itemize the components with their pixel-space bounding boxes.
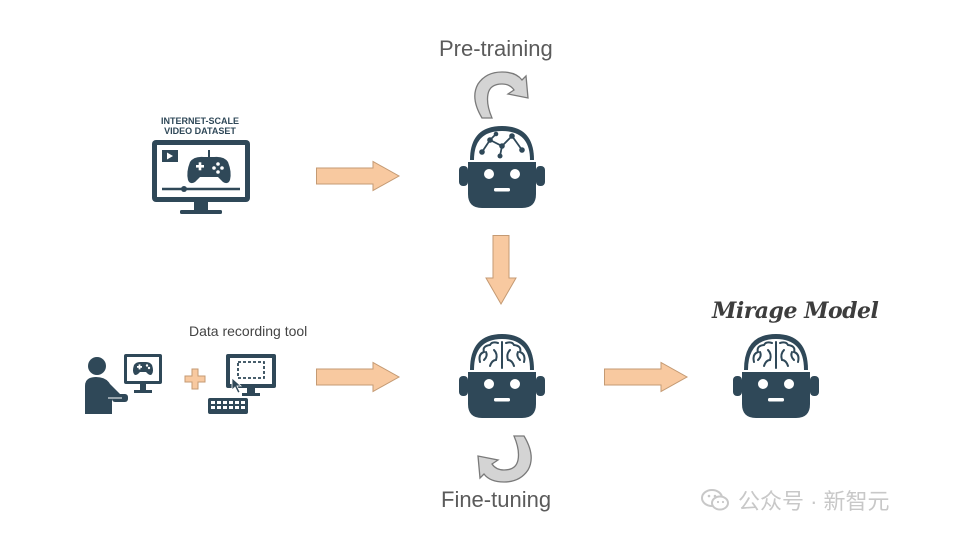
finetuning-label: Fine-tuning [441,487,552,512]
dataset-title: INTERNET-SCALE VIDEO DATASET [150,116,250,136]
flow-arrow-icon [316,160,401,192]
watermark-text: 公众号 · 新智元 [738,489,890,514]
recording-tool-icon [208,354,276,414]
dataset-title-line1: INTERNET-SCALE [160,116,239,126]
gamer-person-icon [85,354,162,414]
robot-brain-icon [733,334,819,418]
mirage-model-title: Mirage Model [712,298,879,324]
monitor-gamepad-icon [152,140,250,214]
pretraining-label: Pre-training [439,36,553,61]
robot-brain-icon [459,334,545,418]
dataset-title-line2: VIDEO DATASET [164,126,236,136]
flow-arrow-icon [316,361,401,393]
flow-arrow-icon [604,361,689,393]
cycle-arrow-icon [474,71,529,119]
robot-network-brain-icon [459,126,545,208]
cycle-arrow-icon [477,435,532,483]
plus-icon [184,368,206,390]
data-recording-tool-label: Data recording tool [189,323,308,339]
watermark: 公众号 · 新智元 [700,484,890,516]
wechat-icon [701,489,729,511]
flow-arrow-icon [485,235,517,306]
